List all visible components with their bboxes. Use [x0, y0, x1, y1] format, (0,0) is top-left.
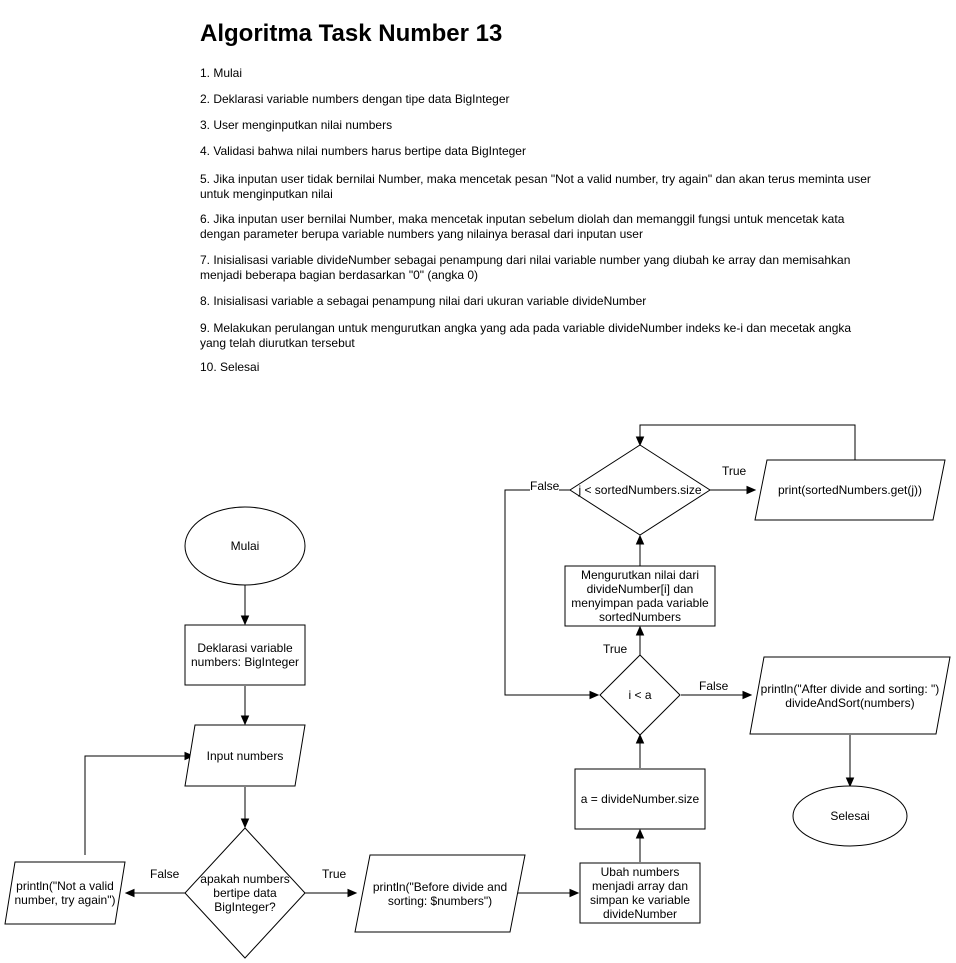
edge-print-before-to-array-arrowhead: [569, 888, 580, 898]
end-node-label: Selesai: [830, 809, 870, 823]
loop-j-decision: [569, 444, 711, 536]
check-type-decision: [184, 827, 306, 959]
edge-print-sorted-back-to-loop-j-arrowhead: [635, 436, 645, 447]
sort-step-node-label: Mengurutkan nilai dari divideNumber[i] d…: [571, 568, 709, 624]
print-after-node: [749, 656, 951, 735]
edge-array-to-assign-arrowhead: [635, 828, 645, 839]
document-title: Algoritma Task Number 13: [200, 20, 503, 47]
edge-start-to-declare-arrowhead: [240, 615, 250, 626]
end-node: [792, 785, 908, 847]
edge-assign-to-loop-i-arrowhead: [635, 733, 645, 744]
edge-input-to-check-arrowhead: [240, 818, 250, 829]
input-node-label: Input numbers: [206, 748, 284, 763]
edge-sort-to-loop-j-arrowhead: [635, 534, 645, 545]
loop-i-decision-label: i < a: [628, 688, 652, 702]
input-node: [184, 724, 306, 787]
algorithm-step-2: 2. Deklarasi variable numbers dengan tip…: [200, 92, 510, 106]
edge-loop-i-false-to-print-after-arrowhead: [742, 690, 753, 700]
edge-check-false-to-invalid-arrowhead: [124, 888, 135, 898]
algorithm-step-10: 10. Selesai: [200, 360, 260, 374]
algorithm-step-5: 5. Jika inputan user tidak bernilai Numb…: [200, 172, 871, 201]
edge-print-after-to-end-arrowhead: [845, 777, 855, 788]
edge-invalid-back-to-input-arrowhead: [184, 751, 195, 761]
start-node-label: Mulai: [230, 539, 260, 553]
edge-loop-i-true-to-sort-arrowhead: [635, 625, 645, 636]
print-before-node-label: println("Before divide and sorting: $num…: [372, 879, 508, 908]
algorithm-step-4: 4. Validasi bahwa nilai numbers harus be…: [200, 144, 526, 158]
algorithm-step-8: 8. Inisialisasi variable a sebagai penam…: [200, 294, 647, 308]
print-invalid-node: [4, 861, 126, 925]
assign-a-node: [574, 768, 706, 830]
declare-node: [184, 624, 306, 686]
check-true-label: True: [322, 867, 347, 881]
algorithm-step-1: 1. Mulai: [200, 66, 243, 80]
declare-node-label: Deklarasi variable numbers: BigInteger: [190, 641, 300, 669]
algorithm-step-6: 6. Jika inputan user bernilai Number, ma…: [200, 212, 845, 241]
edge-declare-to-input-arrowhead: [240, 715, 250, 726]
check-type-decision-label: apakah numbers bertipe data BigInteger?: [200, 872, 290, 914]
loop-j-decision-label: j < sortedNumbers.size: [578, 483, 702, 497]
edge-invalid-back-to-input: [84, 755, 193, 855]
start-node: [184, 506, 306, 586]
loop-i-true-label: True: [603, 642, 628, 656]
edge-loop-j-false-to-loop-i-arrowhead: [589, 690, 600, 700]
edge-loop-j-true-to-print-sorted-arrowhead: [746, 485, 757, 495]
to-array-node: [579, 862, 701, 924]
sort-step-node: [564, 565, 716, 627]
print-sorted-node: [754, 459, 946, 521]
print-invalid-node-label: println("Not a valid number, try again"): [14, 879, 116, 907]
check-false-label: False: [150, 867, 180, 881]
loop-j-false-label: False: [530, 479, 560, 493]
assign-a-node-label: a = divideNumber.size: [580, 792, 700, 806]
loop-i-decision: [599, 654, 681, 736]
algorithm-step-3: 3. User menginputkan nilai numbers: [200, 118, 393, 132]
loop-j-true-label: True: [722, 464, 747, 478]
print-before-node: [354, 854, 526, 933]
loop-i-false-label: False: [699, 679, 729, 693]
edge-print-sorted-back-to-loop-j: [639, 424, 856, 460]
algorithm-step-7: 7. Inisialisasi variable divideNumber se…: [200, 253, 851, 282]
to-array-node-label: Ubah numbers menjadi array dan simpan ke…: [589, 865, 691, 921]
edge-check-true-to-print-before-arrowhead: [347, 888, 358, 898]
print-sorted-node-label: print(sortedNumbers.get(j)): [777, 483, 922, 497]
print-after-node-label: println("After divide and sorting: ") di…: [760, 681, 940, 710]
algorithm-step-9: 9. Melakukan perulangan untuk mengurutka…: [200, 321, 852, 350]
